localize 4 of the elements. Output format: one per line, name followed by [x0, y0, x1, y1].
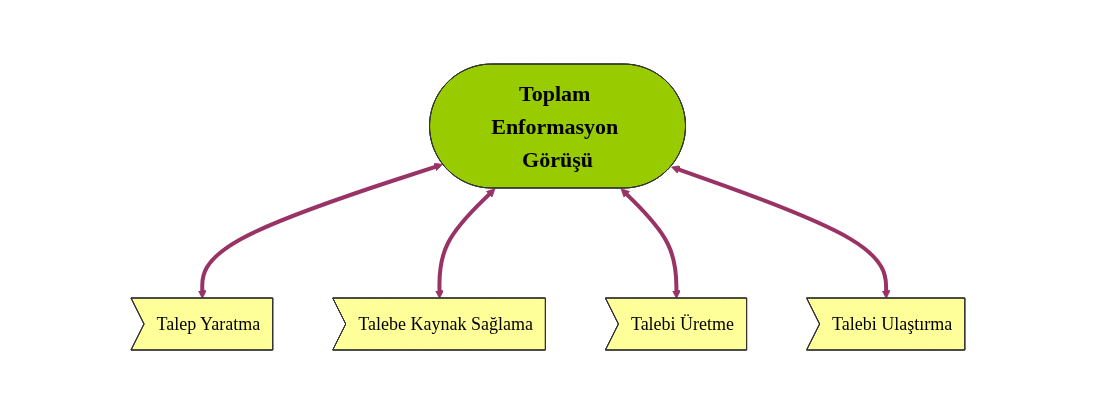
arrow — [198, 162, 444, 299]
arrow — [435, 188, 496, 299]
arrow — [620, 188, 681, 299]
arrow — [671, 165, 891, 299]
